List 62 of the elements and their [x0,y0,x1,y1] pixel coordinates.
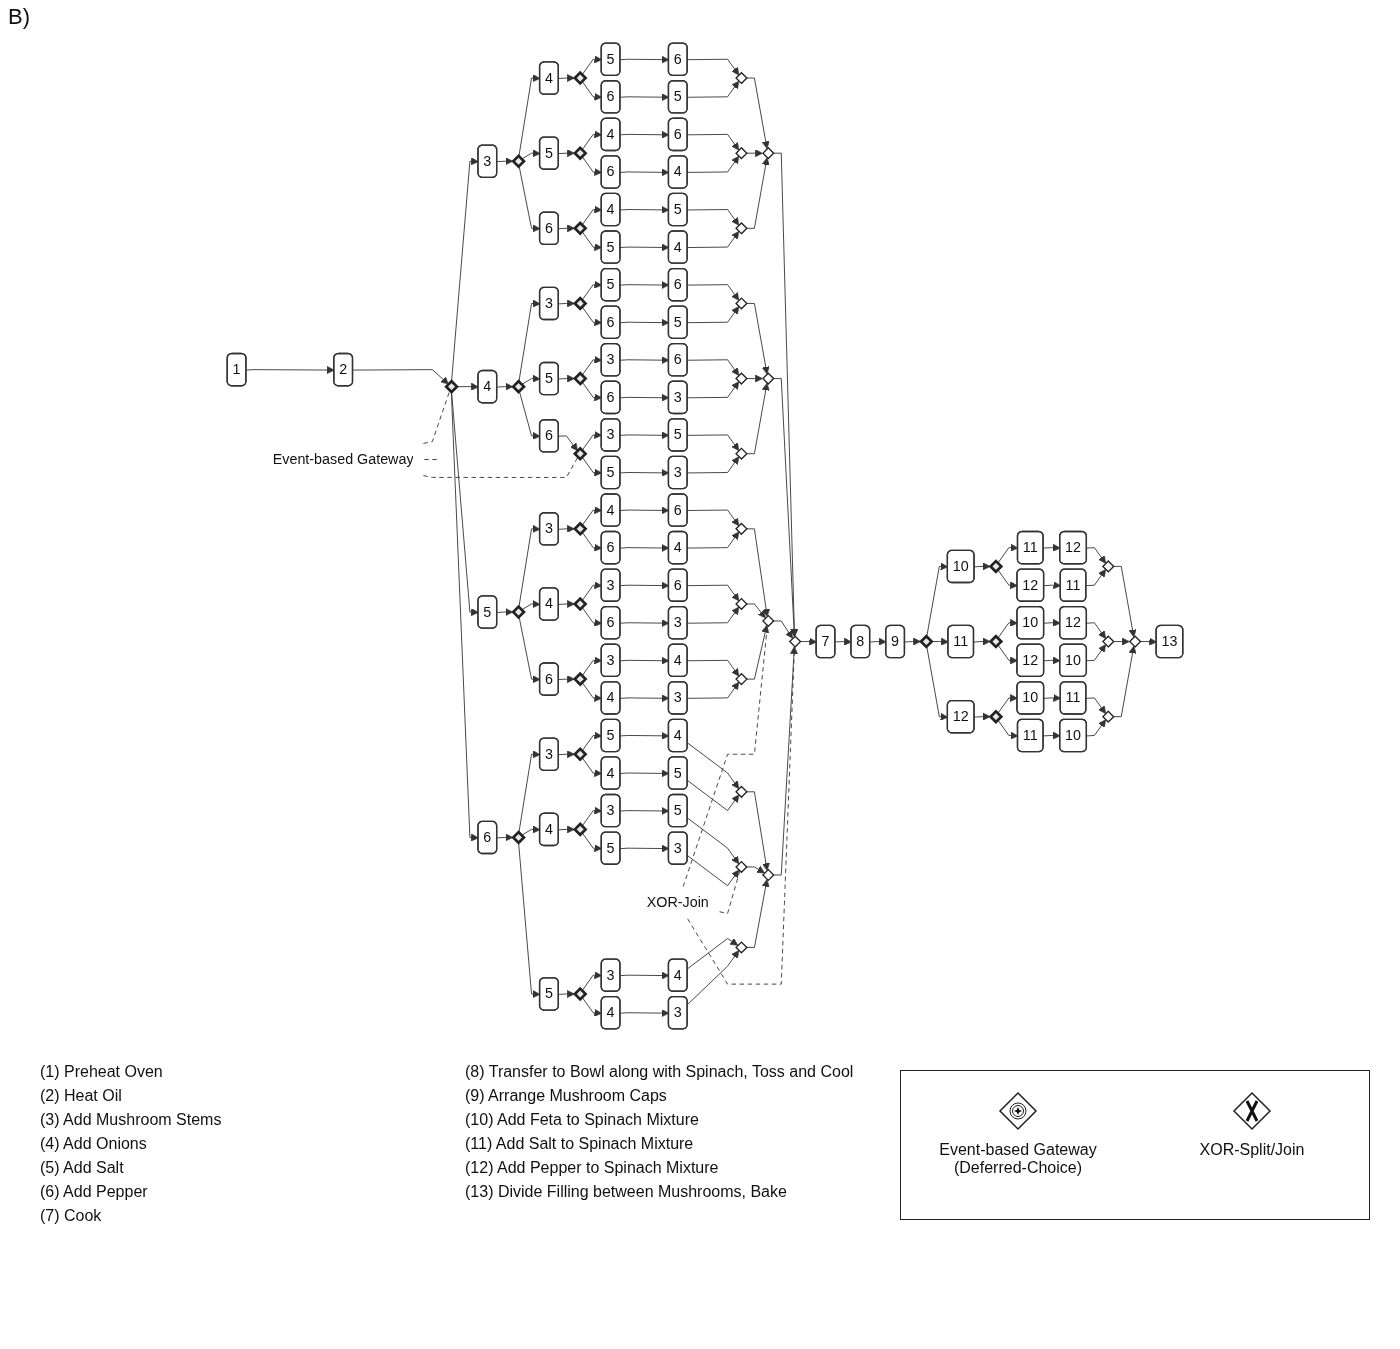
node-text: XOR-Join [646,894,709,910]
node-diamond [572,671,588,687]
step-description: (6) Add Pepper [40,1182,149,1202]
node-diamond [572,822,588,837]
node-diamond [735,672,748,686]
node-diamond [572,986,588,1002]
step-description: (13) Divide Filling between Mushrooms, Bake [465,1182,788,1202]
node-diamond [919,634,934,649]
node-diamond [735,372,748,385]
step-description: (1) Preheat Oven [40,1062,164,1082]
node-diamond [735,297,748,310]
node-diamond [761,146,775,160]
node-diamond [761,372,775,385]
step-description: (4) Add Onions [40,1134,148,1154]
node-diamond [1128,635,1142,648]
node-diamond [444,379,459,394]
step-description: (11) Add Salt to Spinach Mixture [465,1134,695,1154]
node-diamond [735,597,748,611]
node-diamond [988,559,1004,574]
node-diamond [761,868,775,882]
node-text: Event-based Gateway [272,451,414,467]
node-diamond [1101,560,1115,573]
node-diamond [572,70,588,86]
step-description: (2) Heat Oil [40,1086,123,1106]
node-diamond [988,634,1004,649]
node-diamond [735,941,748,954]
step-description: (10) Add Feta to Spinach Mixture [465,1110,700,1130]
connector [423,456,579,478]
node-diamond [788,635,802,648]
step-description: (5) Add Salt [40,1158,125,1178]
node-diamond [511,379,526,394]
node-diamond [735,71,748,85]
node-diamond [572,296,588,311]
node-diamond [511,604,526,620]
node-diamond [735,222,748,235]
node-diamond [735,785,748,799]
node-diamond [761,614,775,628]
node-diamond [735,860,748,874]
node-diamond [1101,710,1115,723]
panel-label: B) [8,4,30,30]
node-diamond [735,447,748,461]
connector [719,870,741,914]
step-description: (8) Transfer to Bowl along with Spinach, Toss and Cool [465,1062,855,1082]
step-description: (9) Arrange Mushroom Caps [465,1086,668,1106]
legend-label: Event-based Gateway (Deferred-Choice) [938,1141,1098,1177]
node-diamond [511,153,526,169]
step-description: (7) Cook [40,1206,103,1226]
node-diamond [572,446,588,461]
node-diamond [572,145,588,161]
node-diamond [511,830,526,845]
node-diamond [988,709,1004,724]
node-diamond [735,146,748,160]
node-diamond [572,371,588,386]
node-diamond [572,747,588,762]
legend-label: XOR-Split/Join [1199,1141,1305,1159]
node-diamond [572,596,588,612]
node-diamond [1101,635,1115,648]
step-description: (3) Add Mushroom Stems [40,1110,223,1130]
node-diamond [572,221,588,236]
step-description: (12) Add Pepper to Spinach Mixture [465,1158,720,1178]
node-diamond [735,522,748,536]
node-diamond [572,521,588,537]
